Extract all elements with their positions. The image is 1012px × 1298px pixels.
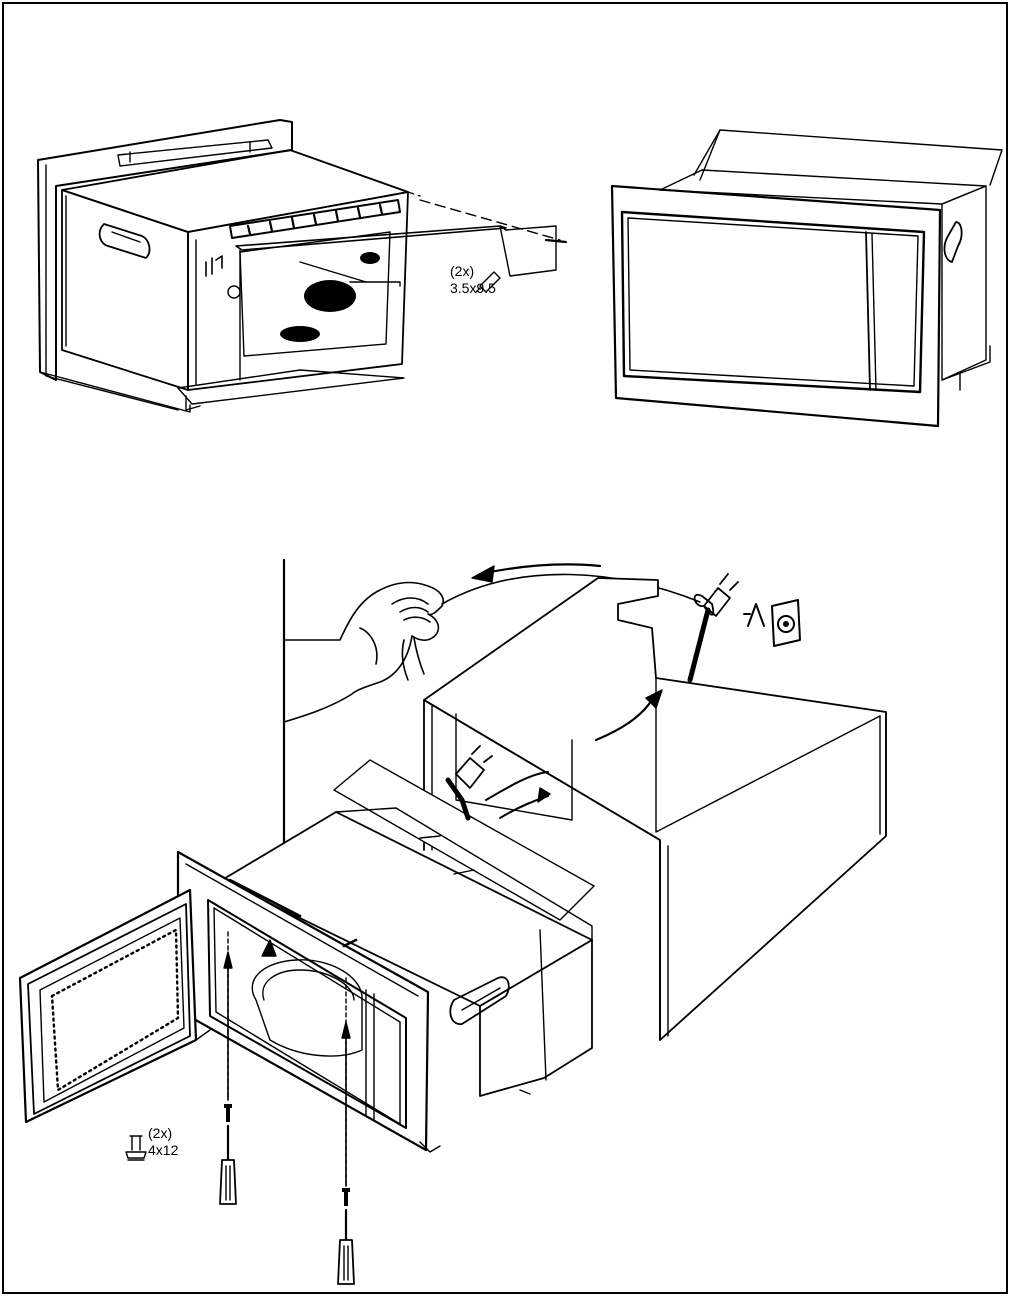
screw-icon [224,1104,350,1206]
oven-rear-view [37,119,568,413]
screw-icon [125,1135,147,1161]
screw-count-label: (2x) [450,263,475,279]
plug-icon [693,573,739,617]
cabinet-installation [18,558,887,1285]
earth-symbol-icon [743,603,765,627]
oven-front-with-frame [610,129,1003,428]
hand-pulling-cable [283,581,444,723]
screw-count-label: (2x) [148,1125,173,1141]
screw-size-label: 3.5x9.5 [450,280,496,296]
screwdriver-icon [219,1124,355,1285]
screw-size-label: 4x12 [148,1142,179,1158]
socket-icon [771,599,801,647]
screw-icon [475,271,501,293]
